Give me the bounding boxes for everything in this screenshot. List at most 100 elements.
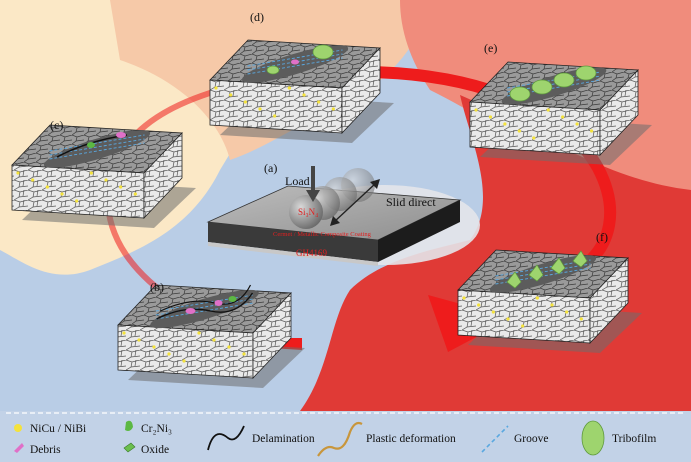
- nicu-dot-b-5: [197, 331, 201, 335]
- nicu-dot-d-6: [302, 93, 306, 97]
- stage-d-label: (d): [250, 10, 264, 24]
- nicu-dot-c-6: [104, 178, 108, 182]
- block-e: [469, 61, 652, 165]
- legend-groove: Groove: [514, 433, 549, 445]
- substrate-label: GH4169: [296, 248, 327, 258]
- legend-band: [0, 411, 691, 462]
- nicu-dot-b-0: [122, 331, 126, 335]
- block-front-f: [457, 289, 591, 344]
- block-front-b: [117, 324, 254, 379]
- tribofilm-e-3: [553, 72, 575, 88]
- slide-direction-label: Slid direct: [386, 195, 436, 209]
- nicu-dot-d-3: [258, 107, 262, 111]
- stage-e-label: (e): [484, 41, 497, 55]
- tribofilm-e-4: [575, 65, 597, 81]
- nicu-dot-f-2: [491, 310, 495, 314]
- si3n4-ball: [289, 195, 323, 229]
- debris-d: [291, 59, 299, 65]
- nicu-dot-c-5: [89, 171, 93, 175]
- delamination-symbol: [207, 425, 245, 451]
- wear-blocks: [11, 39, 652, 388]
- slide-arrow-head-2: [330, 216, 340, 226]
- tribofilm-e-1: [509, 86, 531, 102]
- coating-label: Cermet / Metallic Composite Coating: [273, 231, 372, 238]
- nicu-dot-f-4: [521, 324, 525, 328]
- block-front-c: [11, 164, 145, 219]
- nicu-dot-d-8: [331, 107, 335, 111]
- groove-c-1: [49, 134, 145, 152]
- nicu-dot-c-8: [133, 192, 137, 196]
- nicu-dot-d-5: [287, 86, 291, 90]
- debris-b-1: [185, 308, 196, 314]
- legend-cr2ni3: Cr₂Ni₃: [141, 423, 172, 435]
- nicu-dot-f-6: [550, 303, 554, 307]
- block-side-e: [599, 68, 639, 157]
- stage-a-label: (a): [264, 161, 277, 175]
- legend-nicu: NiCu / NiBi: [30, 423, 86, 435]
- nicu-dot-c-1: [31, 178, 35, 182]
- groove-b-3: [155, 302, 254, 320]
- stage-a-apparatus: (a) Load Slid direct Si₃N₄ Cermet / Meta…: [206, 161, 462, 266]
- debris-symbol: [14, 443, 24, 453]
- legend-plastic: Plastic deformation: [366, 433, 456, 445]
- tribofilm-d-2: [266, 65, 280, 75]
- nicu-dot-f-5: [535, 296, 539, 300]
- nicu-dot-e-4: [532, 136, 536, 140]
- block-f: [457, 249, 642, 353]
- cr2ni3-c: [87, 142, 95, 148]
- nicu-symbol: [14, 424, 22, 432]
- stage-f-label: (f): [596, 230, 608, 244]
- legend-tribofilm: Tribofilm: [612, 433, 656, 445]
- nicu-dot-f-0: [462, 296, 466, 300]
- groove-d-3: [247, 57, 343, 75]
- nicu-dot-c-4: [75, 199, 79, 203]
- nicu-dot-d-1: [229, 93, 233, 97]
- delamination-b-1: [156, 292, 254, 320]
- nicu-dot-b-4: [182, 359, 186, 363]
- oxide-symbol: [123, 442, 136, 453]
- nicu-dot-e-0: [474, 108, 478, 112]
- cr2ni3-b: [228, 296, 237, 302]
- tribofilm-f-4: [572, 250, 588, 268]
- block-side-b: [252, 291, 292, 380]
- nicu-dot-e-7: [575, 122, 579, 126]
- nicu-dot-c-0: [16, 171, 20, 175]
- plate-coating-edge: [208, 242, 378, 266]
- plastic-deformation-symbol: [317, 421, 363, 457]
- nicu-dot-d-2: [243, 100, 247, 104]
- legend-debris: Debris: [30, 444, 61, 456]
- nicu-dot-c-3: [60, 192, 64, 196]
- tribofilm-f-3: [550, 257, 566, 275]
- block-front-d: [209, 79, 343, 134]
- nicu-dot-d-7: [317, 100, 321, 104]
- block-side-d: [341, 46, 381, 135]
- block-side-c: [143, 131, 183, 220]
- groove-symbol: [481, 425, 509, 453]
- load-label: Load: [285, 174, 310, 188]
- nicu-dot-e-8: [589, 129, 594, 133]
- nicu-dot-b-8: [242, 352, 246, 356]
- tribofilm-d-1: [312, 44, 334, 60]
- slide-arrow: [333, 182, 377, 223]
- block-c: [11, 124, 196, 228]
- block-front-e: [469, 101, 601, 156]
- cr2ni3-symbol: [125, 420, 133, 431]
- nicu-dot-c-7: [119, 185, 123, 189]
- nicu-dot-c-2: [45, 185, 49, 189]
- nicu-dot-f-1: [477, 303, 481, 307]
- nicu-dot-f-8: [579, 317, 583, 321]
- groove-c-3: [49, 142, 145, 160]
- tribofilm-f-2: [528, 264, 544, 282]
- tribofilm-f-1: [506, 271, 522, 289]
- groove-b-1: [155, 294, 254, 312]
- tribofilm-symbol: [581, 420, 605, 456]
- nicu-dot-b-1: [137, 338, 141, 342]
- nicu-dot-b-3: [167, 352, 171, 356]
- wear-track-c: [43, 130, 151, 168]
- block-side-f: [589, 256, 629, 345]
- plate-side: [378, 200, 460, 262]
- slide-arrow-head-1: [370, 179, 380, 189]
- nicu-dot-e-5: [546, 108, 550, 112]
- nicu-dot-b-7: [227, 345, 231, 349]
